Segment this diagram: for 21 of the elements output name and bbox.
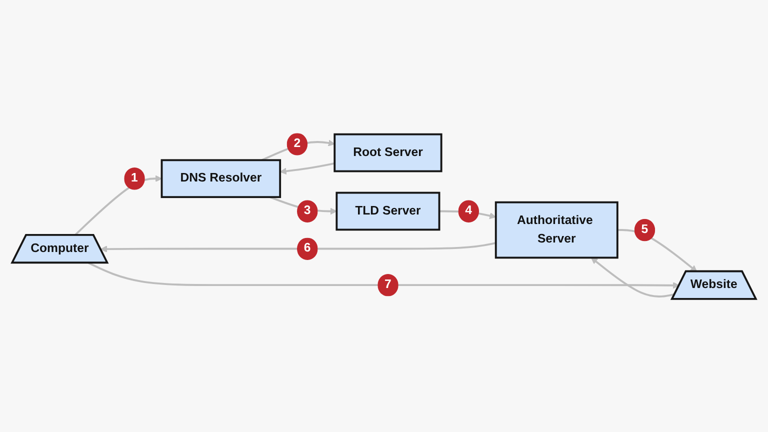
step-number: 1	[124, 168, 145, 190]
arrow	[88, 262, 680, 289]
arrow	[617, 229, 698, 272]
arrow	[270, 196, 337, 215]
arrow	[280, 162, 335, 175]
step-number: 5	[634, 218, 656, 242]
step-number: 7	[378, 274, 398, 296]
step-number: 4	[458, 200, 479, 222]
step-number: 6	[297, 238, 318, 260]
step-number: 2	[286, 133, 308, 156]
device-box: Computer	[10, 234, 109, 264]
arrow	[590, 257, 676, 298]
server-box: Root Server	[334, 133, 442, 172]
arrow	[74, 175, 162, 236]
arrow	[261, 140, 335, 162]
server-box: Authoritative Server	[494, 201, 618, 259]
server-box: TLD Server	[336, 192, 440, 231]
device-box: Website	[670, 270, 758, 300]
step-number: 3	[297, 200, 318, 222]
arrow	[100, 242, 496, 252]
server-box: DNS Resolver	[160, 159, 282, 198]
